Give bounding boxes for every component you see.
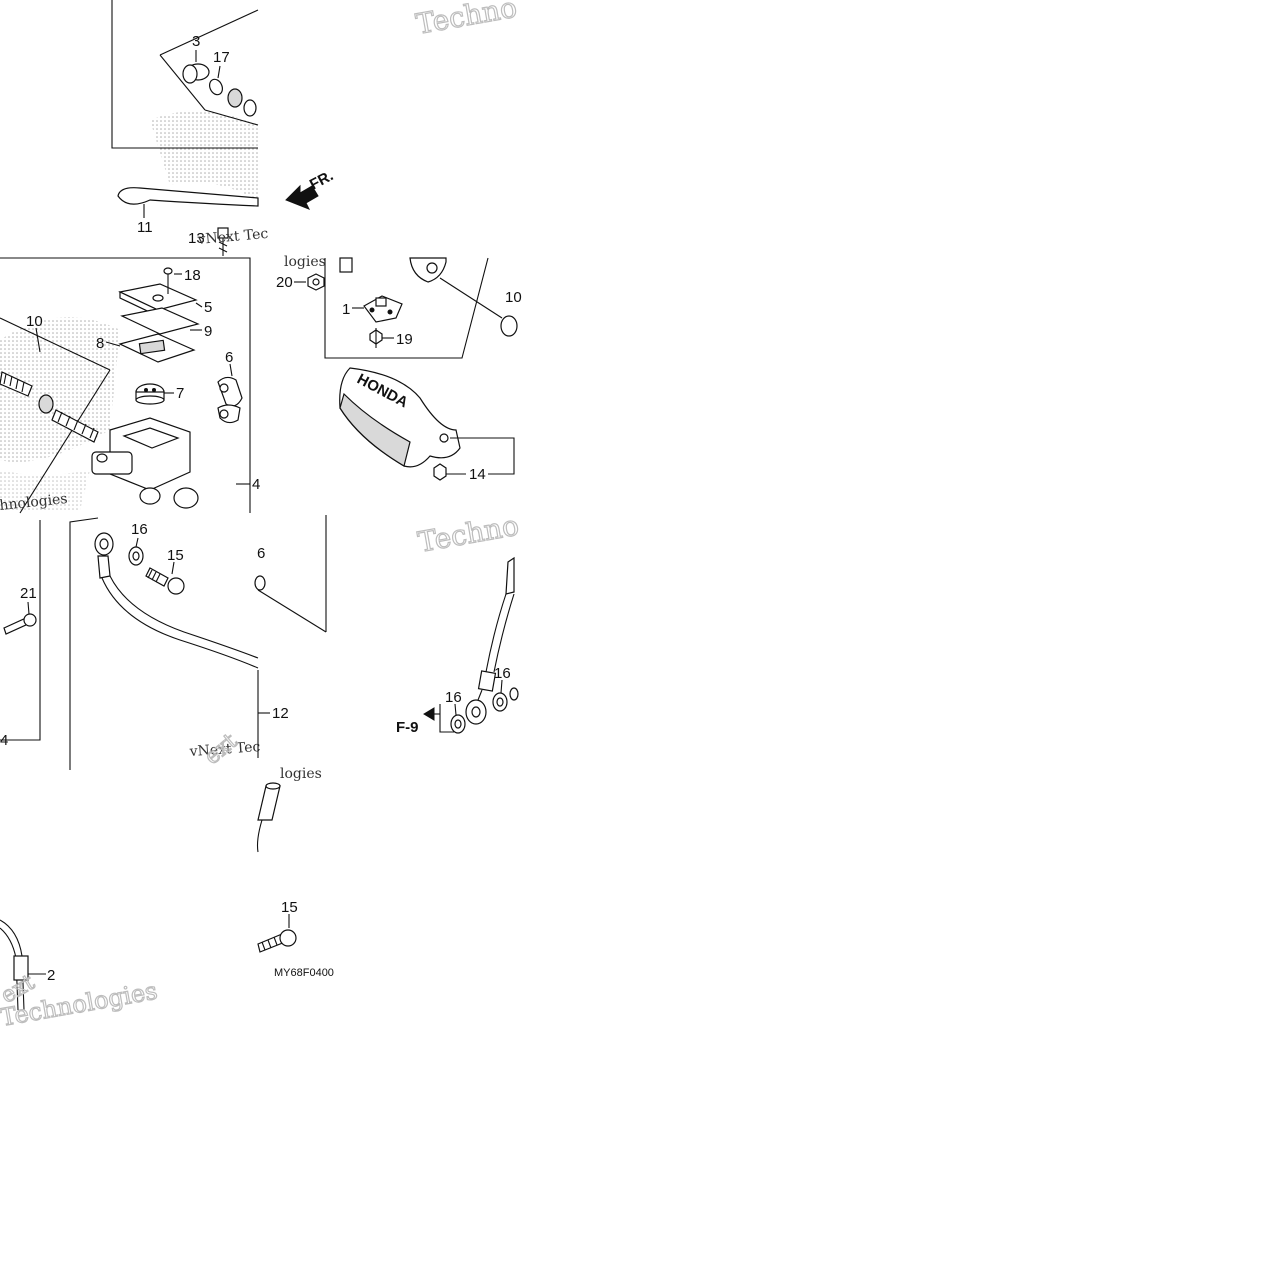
- part-bolt-21: [3, 601, 37, 635]
- part-seal: [227, 88, 243, 108]
- part-screw-19: [369, 328, 394, 348]
- callout-17: 17: [213, 49, 230, 66]
- callout-9: 9: [204, 323, 212, 340]
- callout-15-a: 15: [167, 547, 184, 564]
- part-screw-18: [163, 267, 182, 294]
- part-piston-10: [0, 371, 99, 443]
- callout-4-lower: 4: [0, 732, 8, 749]
- part-nut-20: [294, 273, 325, 291]
- watermark-ogies-low: logies: [280, 766, 322, 782]
- callout-3: 3: [192, 33, 200, 50]
- callout-12: 12: [272, 705, 289, 722]
- callout-8: 8: [96, 335, 104, 352]
- part-holder-6: [217, 363, 243, 424]
- part-grip-end: [339, 257, 353, 273]
- tile-hose-mid: 6 12 logies: [254, 515, 327, 782]
- callout-14: 14: [469, 466, 486, 483]
- part-float-7: [135, 383, 174, 405]
- tile-lever-area: 3 17 11 13 Techno vNext Tec FR.: [111, 0, 520, 256]
- part-knuckle-guard: HONDA: [339, 367, 461, 481]
- part-clip-17: [208, 65, 224, 96]
- part-hose-fitting: [256, 782, 281, 853]
- reference-f9: F-9: [396, 719, 419, 736]
- callout-16-a: 16: [131, 521, 148, 538]
- callout-13: 13: [188, 230, 205, 247]
- callout-5: 5: [204, 299, 212, 316]
- callout-1: 1: [342, 301, 350, 318]
- callout-10: 10: [26, 313, 43, 330]
- callout-10-b: 10: [505, 289, 522, 306]
- callout-19: 19: [396, 331, 413, 348]
- watermark-vnext-top: vNext Tec: [196, 226, 269, 248]
- part-bolt-15-b: [257, 914, 297, 953]
- part-bolt-15-a: [145, 561, 185, 595]
- part-bolt-13: [217, 227, 229, 256]
- part-brake-hose-2: [0, 919, 46, 1011]
- callout-6-lower: 6: [257, 545, 265, 562]
- callout-18: 18: [184, 267, 201, 284]
- tile-master-cylinder: 5 18 9 8 7: [0, 257, 260, 514]
- part-brake-hose-lower: [465, 556, 515, 725]
- part-reservoir-cover-5: [118, 283, 203, 317]
- part-cap-3: [182, 50, 210, 84]
- part-plate-9: [120, 307, 200, 335]
- callout-4-upper: 4: [252, 476, 260, 493]
- callout-16-c: 16: [494, 665, 511, 682]
- callout-2: 2: [47, 967, 55, 984]
- part-washer-16-a: [128, 537, 144, 566]
- callout-11: 11: [137, 219, 153, 236]
- part-washer-16-b: [450, 703, 466, 734]
- part-lever-11: [117, 187, 259, 207]
- watermark-ogies-mid: logies: [284, 254, 326, 270]
- watermark-nologies: hnologies: [0, 491, 68, 514]
- callout-21: 21: [20, 585, 37, 602]
- diagram-code: MY68F0400: [274, 967, 334, 979]
- callout-6-upper: 6: [225, 349, 233, 366]
- callout-15-b: 15: [281, 899, 298, 916]
- callout-16-b: 16: [445, 689, 462, 706]
- part-master-cylinder-body: [91, 417, 199, 509]
- callout-20: 20: [276, 274, 293, 291]
- part-washer-10: [500, 315, 518, 337]
- part-diaphragm-8: [118, 333, 196, 363]
- part-brake-hose-12: [94, 532, 259, 669]
- tile-handguard: 10 20 logies 1 19 HONDA: [276, 254, 522, 483]
- watermark-vnext-lower: vNext Tec: [188, 739, 261, 760]
- part-washer-16-c: [492, 679, 519, 712]
- part-switch-1: [352, 295, 403, 323]
- callout-7: 7: [176, 385, 184, 402]
